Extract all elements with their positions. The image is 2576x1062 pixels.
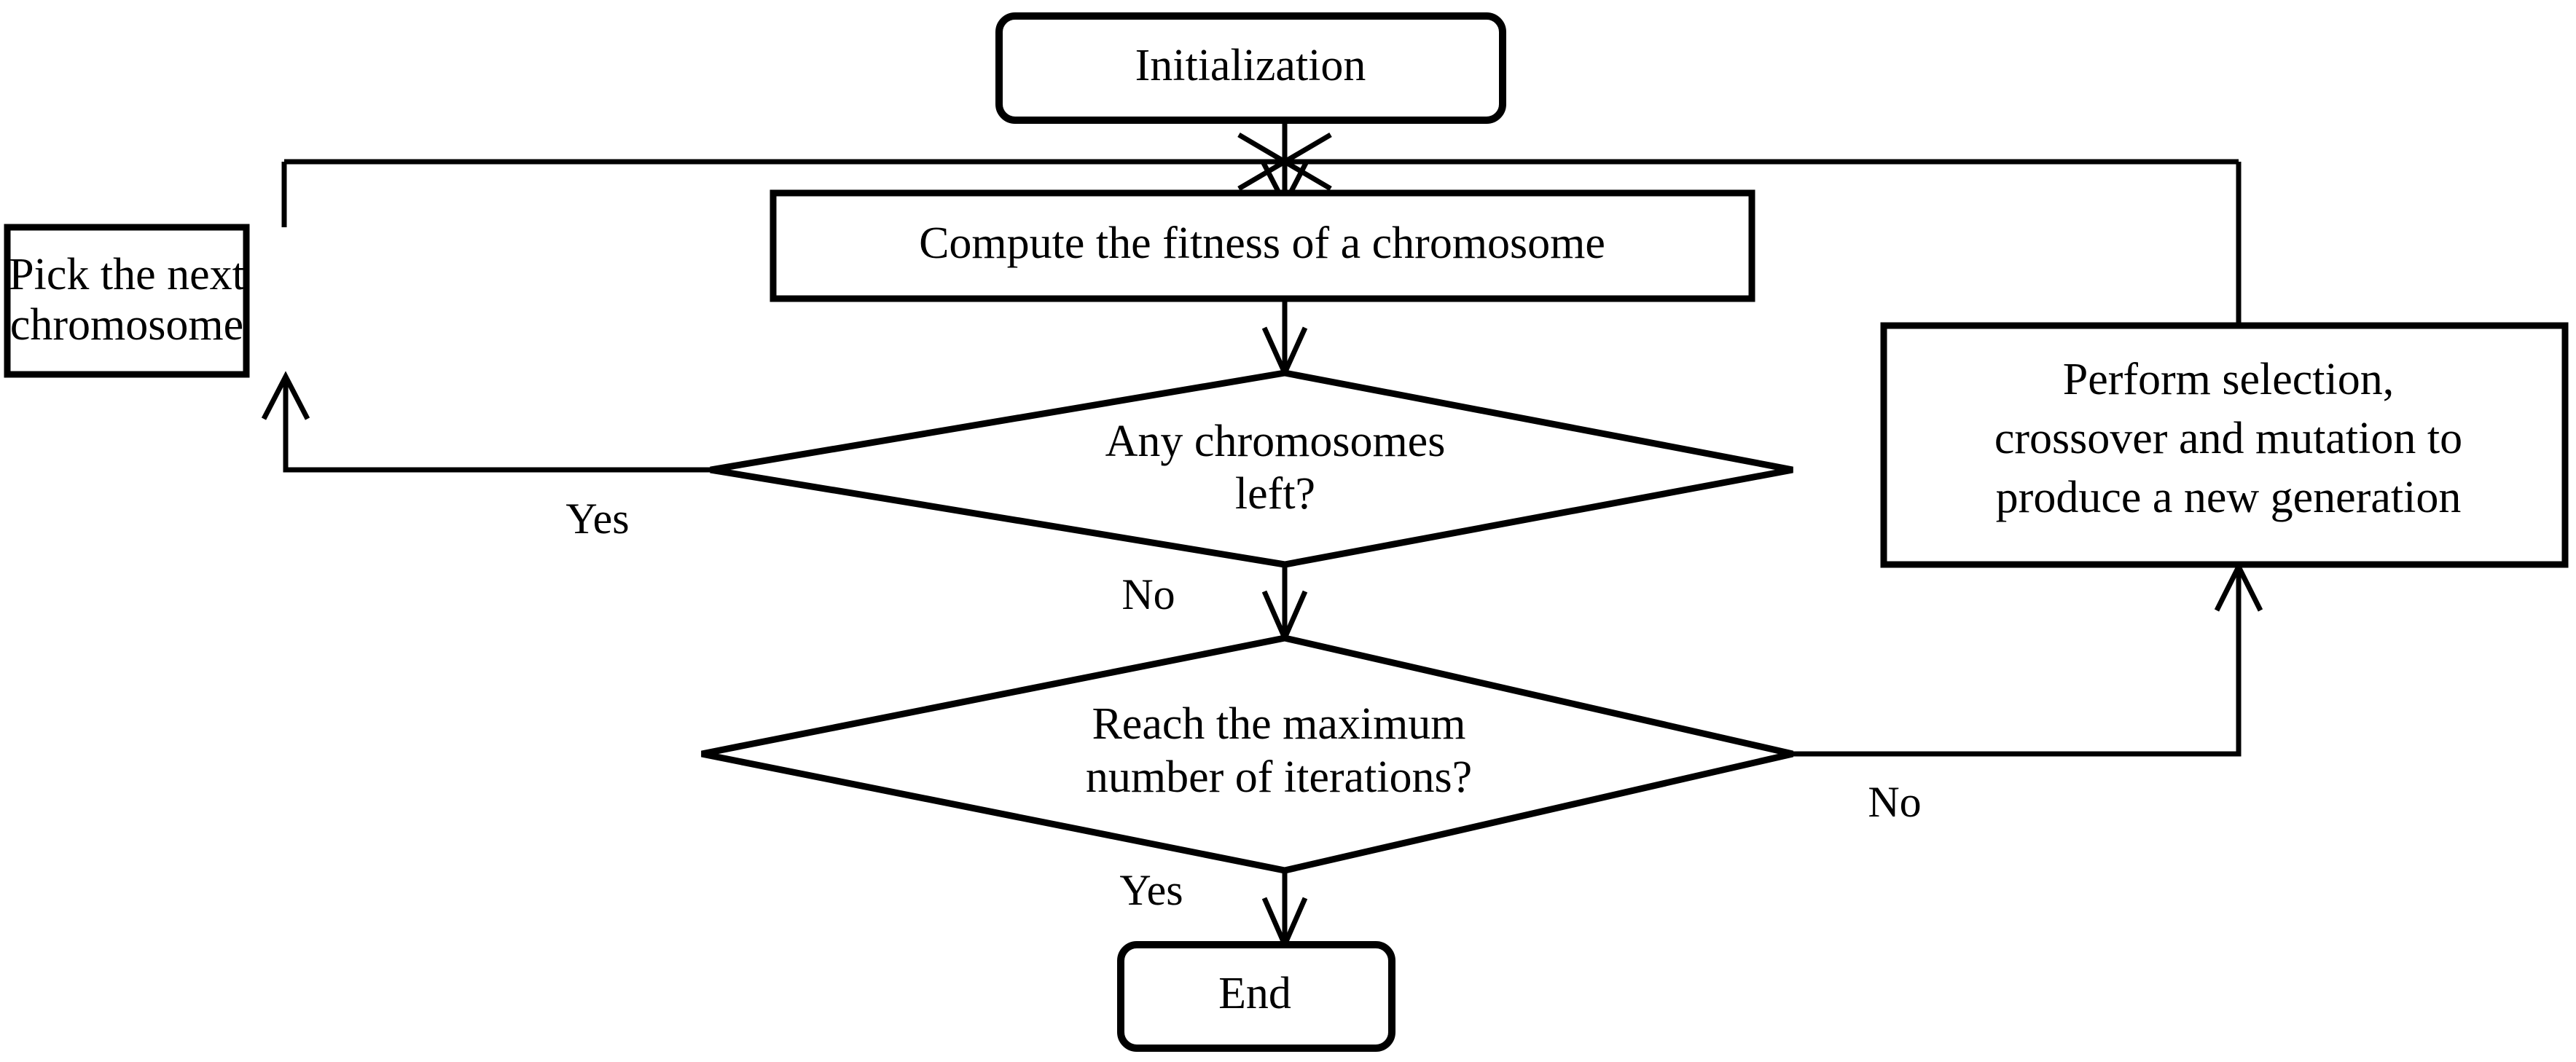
end-label: End [1218,969,1291,1018]
perform-selection-label-line2: crossover and mutation to [1994,414,2462,463]
edge-label-any-chromosomes-no: No [1121,570,1175,618]
compute-fitness-label: Compute the fitness of a chromosome [919,219,1605,268]
node-reach-max-iterations[interactable]: Reach the maximum number of iterations? [701,634,1794,874]
edge-any-chromosomes-yes [283,379,710,473]
perform-selection-label-line3: produce a new generation [1996,473,2462,522]
initialization-box [995,12,1506,124]
any-chromosomes-label-line2: left? [1235,469,1315,519]
node-perform-selection[interactable]: Perform selection, crossover and mutatio… [1880,322,2569,568]
pick-next-label-line1: Pick the next [9,250,245,299]
perform-selection-label-line1: Perform selection, [2063,355,2395,404]
node-initialization[interactable]: Initialization [995,12,1506,124]
node-any-chromosomes-left[interactable]: Any chromosomes left? [710,369,1793,568]
any-chromosomes-label-line1: Any chromosomes [1105,417,1446,466]
edge-reach-max-no [1793,568,2242,757]
perform-selection-box [1880,322,2569,568]
node-end[interactable]: End [1117,941,1395,1052]
pick-next-label-line2: chromosome [10,300,243,350]
pick-next-box [4,224,250,378]
node-pick-next-chromosome[interactable]: Pick the next chromosome [4,224,250,378]
edge-label-any-chromosomes-yes: Yes [565,495,629,543]
edge-label-reach-max-no: No [1868,778,1921,826]
initialization-label: Initialization [1135,41,1366,90]
arrowhead-into-pick-next [261,371,310,420]
node-compute-fitness[interactable]: Compute the fitness of a chromosome [770,189,1755,302]
reach-max-label-line1: Reach the maximum [1092,699,1465,749]
compute-fitness-box [770,189,1755,302]
any-chromosomes-diamond [710,369,1793,568]
edge-label-reach-max-yes: Yes [1119,866,1183,914]
arrowhead-right-into-junction [1280,132,1332,192]
reach-max-diamond [701,634,1794,874]
reach-max-label-line2: number of iterations? [1086,752,1472,802]
end-box [1117,941,1395,1052]
